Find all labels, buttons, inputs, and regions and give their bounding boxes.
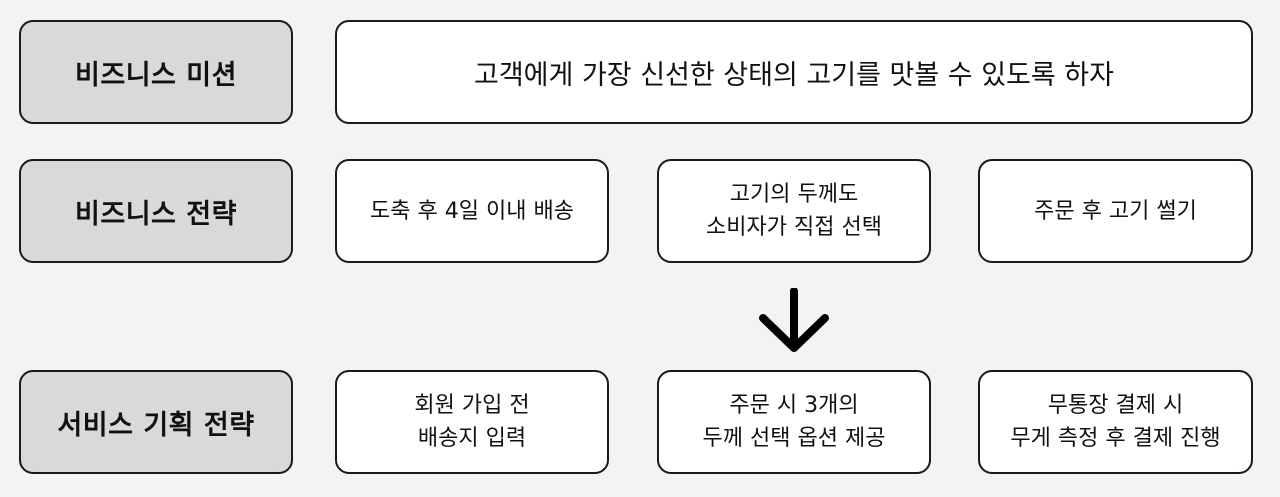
service-3-line1: 무통장 결제 시 (1047, 393, 1184, 418)
service-2-line1: 주문 시 3개의 (729, 393, 859, 418)
strategy-1-line1: 도축 후 4일 이내 배송 (370, 198, 574, 224)
strategy-box-3: 주문 후 고기 썰기 (978, 159, 1253, 263)
service-2-line2: 두께 선택 옵션 제공 (702, 426, 886, 451)
service-3-line2: 무게 측정 후 결제 진행 (1010, 426, 1221, 451)
service-1-line2: 배송지 입력 (417, 426, 527, 451)
strategy-box-1: 도축 후 4일 이내 배송 (335, 159, 609, 263)
service-1-line1: 회원 가입 전 (414, 393, 530, 418)
strategy-3-line1: 주문 후 고기 썰기 (1034, 198, 1197, 224)
strategy-2-line1: 고기의 두께도 (729, 182, 859, 207)
strategy-label-box: 비즈니스 전략 (19, 159, 293, 263)
strategy-2-line2: 소비자가 직접 선택 (706, 215, 882, 240)
service-label: 서비스 기획 전략 (57, 409, 255, 441)
mission-text-box: 고객에게 가장 신선한 상태의 고기를 맛볼 수 있도록 하자 (335, 20, 1253, 124)
service-box-3: 무통장 결제 시 무게 측정 후 결제 진행 (978, 370, 1253, 474)
service-label-box: 서비스 기획 전략 (19, 370, 293, 474)
strategy-box-2: 고기의 두께도 소비자가 직접 선택 (657, 159, 931, 263)
service-box-2: 주문 시 3개의 두께 선택 옵션 제공 (657, 370, 931, 474)
mission-label: 비즈니스 미션 (75, 59, 237, 91)
mission-text: 고객에게 가장 신선한 상태의 고기를 맛볼 수 있도록 하자 (474, 59, 1114, 91)
mission-label-box: 비즈니스 미션 (19, 20, 293, 124)
service-box-1: 회원 가입 전 배송지 입력 (335, 370, 609, 474)
down-arrow-icon (759, 288, 829, 352)
strategy-label: 비즈니스 전략 (75, 198, 237, 230)
